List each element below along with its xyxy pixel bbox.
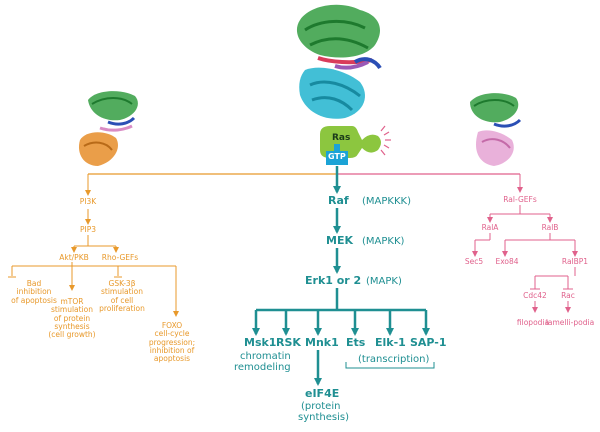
ras-protein-icon (320, 125, 391, 165)
ralgef-structure (470, 93, 522, 166)
ralb-label: RalB (541, 223, 559, 232)
mek-note: (MAPKK) (362, 236, 405, 247)
raf-label: Raf (328, 194, 349, 207)
bad-line1: Bad (26, 279, 42, 288)
target-msk1: Msk1 (244, 336, 277, 349)
rala-label: RalA (481, 223, 499, 232)
target-rsk: RSK (276, 336, 301, 349)
pi3k-structure (78, 91, 138, 166)
gsk-line2: stimulation (100, 287, 144, 297)
bad-line2: inhibition (16, 287, 52, 297)
foxo-line4: inhibition of (149, 345, 195, 355)
mtor-line5: (cell growth) (48, 330, 96, 339)
gsk-line1: GSK-3β (108, 279, 136, 288)
erk-note: (MAPK) (366, 276, 402, 287)
gsk-line4: proliferation (99, 303, 145, 313)
target-elk1: Elk-1 (375, 336, 406, 349)
sec5-label: Sec5 (464, 257, 484, 266)
msk1-desc-line1: chromatin (240, 351, 291, 362)
filopodia-label: filopodia (516, 318, 550, 327)
eif4e-label: eIF4E (305, 387, 340, 400)
mtor-line3: of protein (53, 313, 91, 323)
foxo-line2: cell-cycle (154, 329, 190, 339)
cdc42-label: Cdc42 (523, 291, 547, 300)
akt-label: Akt/PKB (59, 253, 89, 262)
mtor-block: mTOR stimulation of protein synthesis (c… (48, 297, 96, 339)
raf-note: (MAPKKK) (362, 196, 411, 207)
mtor-line1: mTOR (60, 297, 84, 306)
erk-label: Erk1 or 2 (305, 274, 362, 287)
mtor-line4: synthesis (54, 321, 90, 331)
foxo-block: FOXO cell-cycle progression; inhibition … (148, 321, 196, 363)
ras-structure-top (296, 4, 382, 119)
rac-label: Rac (561, 291, 575, 300)
foxo-line5: apoptosis (153, 354, 191, 363)
mek-label: MEK (326, 234, 353, 247)
bad-block: Bad inhibition of apoptosis (11, 279, 57, 305)
eif4e-desc-line2: synthesis) (298, 412, 349, 423)
gtp-label: GTP (328, 152, 346, 161)
gsk-line3: of cell (110, 295, 134, 305)
pip3-label: PIP3 (79, 225, 97, 234)
ralbp1-label: RalBP1 (561, 257, 589, 266)
lamellipodia-label: lamelli-podia (545, 318, 595, 327)
transcription-label: (transcription) (358, 354, 430, 365)
pi3k-label: PI3K (79, 197, 97, 206)
eif4e-desc-line1: (protein (301, 401, 341, 412)
bad-line3: of apoptosis (11, 295, 57, 305)
mtor-line2: stimulation (50, 305, 94, 315)
exo84-label: Exo84 (495, 257, 519, 266)
target-mnk1: Mnk1 (305, 336, 339, 349)
target-ets: Ets (346, 336, 366, 349)
rhogef-label: Rho-GEFs (101, 253, 139, 262)
ralgef-label: Ral-GEFs (503, 195, 537, 204)
ras-label: Ras (332, 133, 351, 143)
foxo-line3: progression; (148, 337, 196, 347)
gsk-block: GSK-3β stimulation of cell proliferation (99, 279, 145, 313)
foxo-line1: FOXO (161, 321, 183, 330)
msk1-desc-line2: remodeling (234, 362, 291, 373)
target-sap1: SAP-1 (410, 336, 447, 349)
